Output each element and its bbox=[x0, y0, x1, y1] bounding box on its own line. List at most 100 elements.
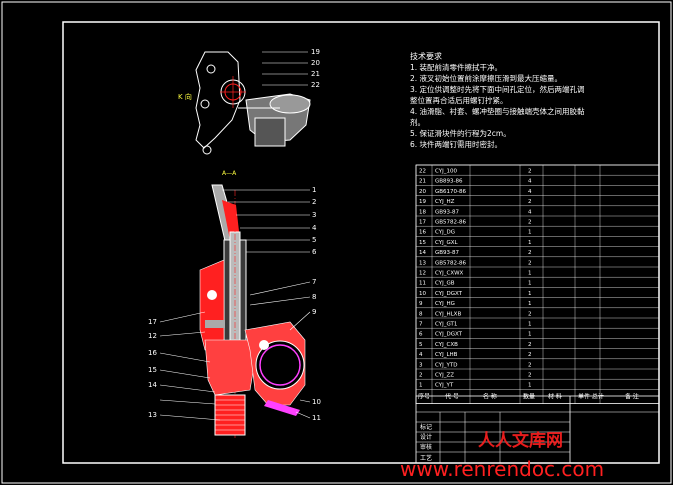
table-cell-code: CYJ_HZ bbox=[435, 199, 455, 205]
table-cell-code: CYJ_HLXB bbox=[435, 311, 461, 317]
tube-bore bbox=[255, 340, 305, 390]
tech-line: 2. 液叉初始位置前涂摩擦压滑到最大压缩量。 bbox=[410, 73, 562, 83]
table-cell-code: CYJ_HG bbox=[435, 301, 455, 307]
part-number: 13 bbox=[148, 411, 157, 419]
part-number: 21 bbox=[311, 70, 320, 78]
table-cell-code: CYJ_LHB bbox=[435, 352, 458, 358]
table-cell-qty: 2 bbox=[528, 311, 532, 317]
table-cell-qty: 1 bbox=[528, 281, 532, 287]
table-cell-code: CYJ_100 bbox=[435, 169, 457, 175]
tech-line: 1. 装配前清零件擦拭干净。 bbox=[410, 62, 502, 72]
table-cell-no: 2 bbox=[419, 373, 423, 379]
table-cell-no: 6 bbox=[419, 332, 423, 338]
bolt bbox=[207, 290, 217, 300]
tech-line: 整位置再合适后用螺钉拧紧。 bbox=[410, 95, 508, 105]
table-cell-code: CYJ_CXWX bbox=[435, 271, 464, 277]
part-number: 15 bbox=[148, 366, 157, 374]
table-cell-no: 12 bbox=[419, 271, 426, 277]
bolt-hole bbox=[206, 64, 216, 74]
table-cell-code: GB893-86 bbox=[435, 179, 463, 185]
table-cell-qty: 1 bbox=[528, 240, 532, 246]
table-cell-no: 3 bbox=[419, 362, 423, 368]
table-cell-qty: 2 bbox=[528, 250, 532, 256]
table-cell-no: 20 bbox=[419, 189, 426, 195]
table-cell-code: CYJ_YTD bbox=[435, 362, 457, 368]
table-cell-code: CYJ_GT1 bbox=[435, 322, 457, 328]
tech-line: 剂。 bbox=[410, 117, 425, 127]
table-cell-no: 4 bbox=[419, 352, 423, 358]
tech-requirements: 技术要求 1. 装配前清零件擦拭干净。 2. 液叉初始位置前涂摩擦压滑到最大压缩… bbox=[410, 51, 585, 149]
table-cell-no: 10 bbox=[419, 291, 426, 297]
part-number: 10 bbox=[312, 398, 321, 406]
tb-label: 标记 bbox=[420, 423, 432, 431]
leaders-left bbox=[159, 311, 221, 421]
table-cell-qty: 1 bbox=[528, 291, 532, 297]
table-cell-code: GB93-87 bbox=[435, 209, 460, 215]
table-cell-code: GB5782-86 bbox=[435, 220, 467, 226]
tech-line: 5. 保证滑块件的行程为2cm。 bbox=[410, 128, 511, 138]
table-cell-code: CYJ_YT bbox=[435, 383, 454, 389]
part-number: 20 bbox=[311, 59, 320, 67]
upper-part-red bbox=[222, 200, 240, 240]
section-view-label: A—A bbox=[222, 170, 237, 177]
table-cell-qty: 1 bbox=[528, 271, 532, 277]
housing-cap bbox=[269, 94, 311, 114]
table-cell-qty: 1 bbox=[528, 230, 532, 236]
top-view-label: K 向 bbox=[178, 92, 192, 101]
table-cell-code: CYJ_DGXT bbox=[435, 291, 463, 297]
part-number: 17 bbox=[148, 318, 157, 326]
part-number: 5 bbox=[312, 236, 316, 244]
bracket-plate bbox=[195, 51, 241, 149]
housing-block bbox=[254, 117, 286, 147]
clamp-strap bbox=[264, 400, 300, 416]
table-cell-code: CYJ_DGXT bbox=[435, 332, 463, 338]
table-cell-code: CYJ_GXL bbox=[435, 240, 459, 246]
washer bbox=[205, 320, 225, 328]
lower-body bbox=[204, 339, 256, 396]
tech-line: 4. 油滑脂、衬套、螺冲垫圈与接触端壳体之间用胶黏 bbox=[410, 106, 585, 116]
section-view: A—A bbox=[148, 170, 321, 440]
watermark: 人人文库网 www.renrendoc.com bbox=[400, 430, 604, 481]
part-number: 12 bbox=[148, 332, 157, 340]
table-cell-no: 18 bbox=[419, 209, 426, 215]
table-cell-no: 17 bbox=[419, 220, 426, 226]
table-cell-qty: 4 bbox=[528, 189, 532, 195]
table-cell-no: 22 bbox=[419, 169, 426, 175]
table-cell-qty: 1 bbox=[528, 301, 532, 307]
table-cell-no: 15 bbox=[419, 240, 426, 246]
table-cell-code: CYJ_DG bbox=[435, 230, 455, 236]
table-cell-qty: 2 bbox=[528, 260, 532, 266]
threaded-section bbox=[215, 399, 245, 431]
tech-title: 技术要求 bbox=[410, 51, 442, 61]
clamp-bolt bbox=[259, 340, 269, 350]
table-cell-qty: 2 bbox=[528, 362, 532, 368]
table-cell-code: GB93-87 bbox=[435, 250, 460, 256]
table-cell-no: 7 bbox=[419, 322, 423, 328]
tb-label: 审核 bbox=[420, 443, 432, 451]
table-cell-qty: 4 bbox=[528, 209, 532, 215]
table-cell-qty: 1 bbox=[528, 332, 532, 338]
table-cell-code: CYJ_ZZ bbox=[435, 373, 454, 379]
table-cell-no: 5 bbox=[419, 342, 423, 348]
part-number: 3 bbox=[312, 211, 316, 219]
table-cell-no: 1 bbox=[419, 383, 423, 389]
table-cell-code: GB5782-86 bbox=[435, 260, 467, 266]
table-cell-qty: 2 bbox=[528, 220, 532, 226]
part-number: 8 bbox=[312, 293, 316, 301]
part-number: 14 bbox=[148, 381, 157, 389]
table-cell-code: CYJ_GB bbox=[435, 281, 455, 287]
table-cell-qty: 1 bbox=[528, 322, 532, 328]
tech-line: 6. 块件两端钉需用时密封。 bbox=[410, 139, 502, 149]
bolt-hole bbox=[202, 145, 212, 155]
left-housing bbox=[199, 259, 225, 351]
tb-label: 工艺 bbox=[420, 454, 432, 462]
part-number: 1 bbox=[312, 186, 316, 194]
part-number: 4 bbox=[312, 224, 317, 232]
part-number: 22 bbox=[311, 81, 320, 89]
table-cell-qty: 4 bbox=[528, 179, 532, 185]
table-cell-no: 19 bbox=[419, 199, 426, 205]
table-cell-no: 13 bbox=[419, 260, 426, 266]
